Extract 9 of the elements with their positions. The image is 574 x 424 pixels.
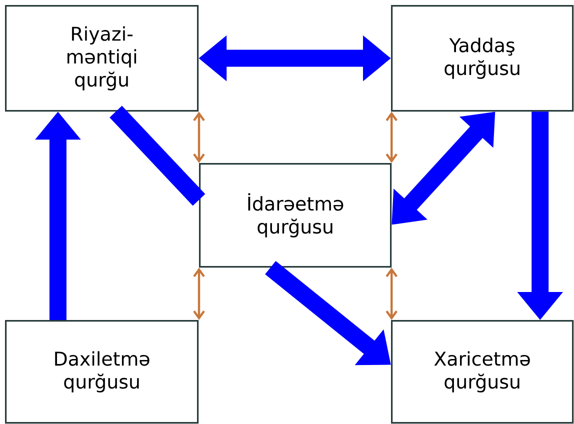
device-box: Xaricetmə qurğusu [391, 320, 574, 424]
device-box: Yaddaş qurğusu [391, 5, 574, 112]
device-box: İdarəetmə qurğusu [199, 163, 392, 268]
arrow [193, 268, 205, 320]
device-box: Daxiletmə qurğusu [5, 320, 199, 424]
arrow [193, 112, 205, 163]
device-box: Riyazi- məntiqi qurğu [5, 5, 199, 112]
arrow [386, 112, 398, 163]
arrow [386, 268, 398, 320]
